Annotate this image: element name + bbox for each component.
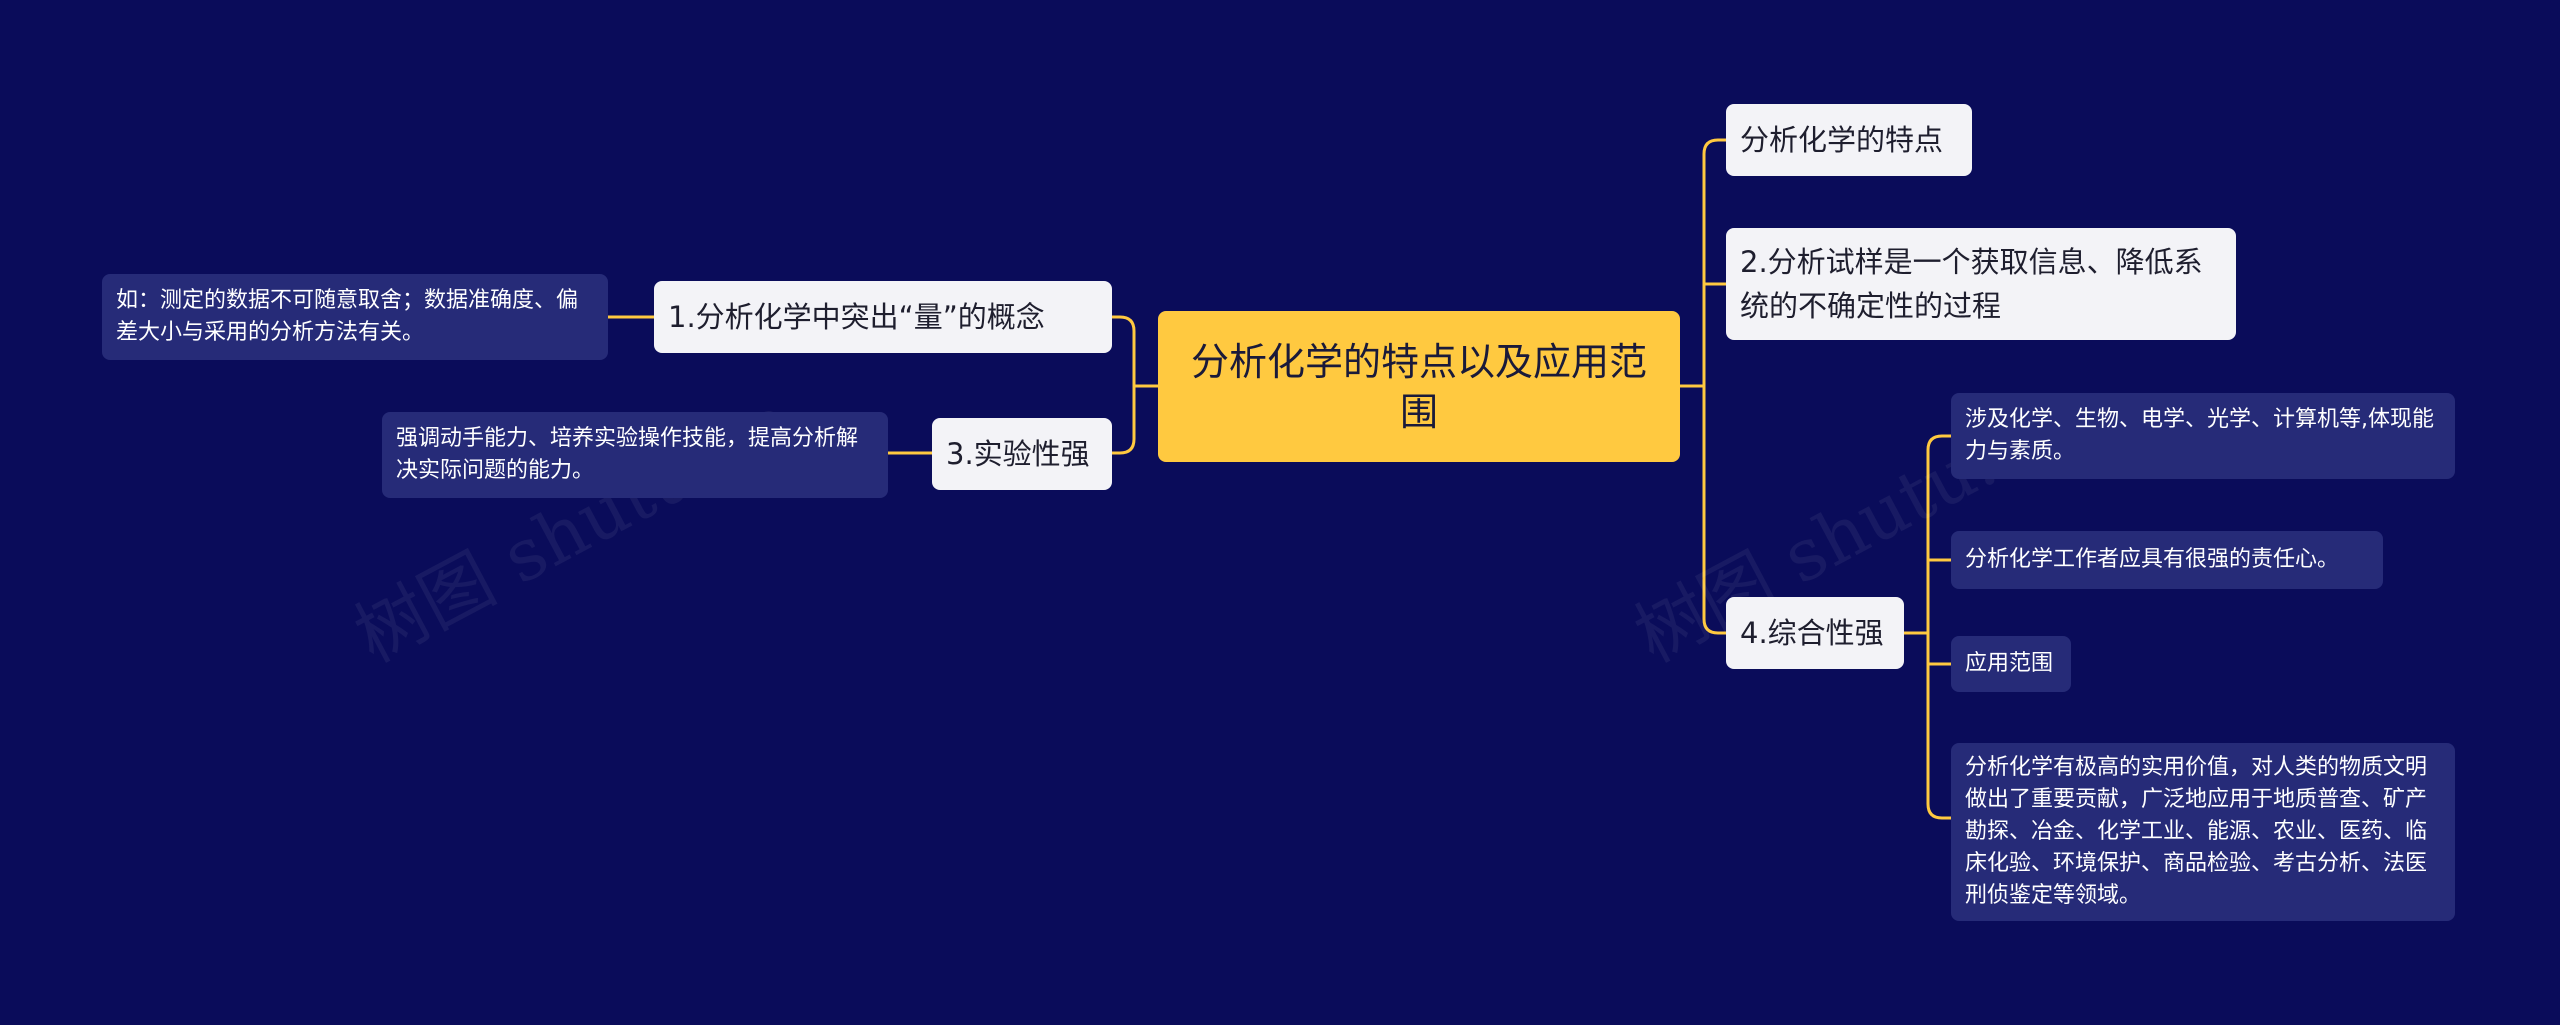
note-text: 强调动手能力、培养实验操作技能，提高分析解决实际问题的能力。	[396, 426, 859, 483]
leaf-node[interactable]: 分析化学工作者应具有很强的责任心。	[1951, 531, 2383, 589]
root-node[interactable]: 分析化学的特点以及应用范围	[1158, 311, 1680, 462]
leaf-text: 涉及化学、生物、电学、光学、计算机等,体现能力与素质。	[1965, 407, 2434, 464]
branch-node-2[interactable]: 2.分析试样是一个获取信息、降低系统的不确定性的过程	[1726, 228, 2236, 340]
leaf-text: 应用范围	[1965, 651, 2054, 676]
note-text: 如：测定的数据不可随意取舍；数据准确度、偏差大小与采用的分析方法有关。	[116, 288, 579, 345]
connector-right-trunk	[1702, 138, 1726, 635]
note-node-1[interactable]: 如：测定的数据不可随意取舍；数据准确度、偏差大小与采用的分析方法有关。	[102, 274, 608, 360]
branch-label: 分析化学的特点	[1740, 123, 1944, 157]
branch-label: 4.综合性强	[1740, 616, 1884, 650]
leaf-node[interactable]: 应用范围	[1951, 636, 2071, 692]
branch-label: 3.实验性强	[946, 437, 1090, 471]
root-title: 分析化学的特点以及应用范围	[1190, 339, 1647, 434]
branch-node-features[interactable]: 分析化学的特点	[1726, 104, 1972, 176]
branch-node-3[interactable]: 3.实验性强	[932, 418, 1112, 490]
note-node-3[interactable]: 强调动手能力、培养实验操作技能，提高分析解决实际问题的能力。	[382, 412, 888, 498]
connector-b4-leaves	[1904, 434, 1951, 820]
leaf-node[interactable]: 涉及化学、生物、电学、光学、计算机等,体现能力与素质。	[1951, 393, 2455, 479]
leaf-text: 分析化学有极高的实用价值，对人类的物质文明做出了重要贡献，广泛地应用于地质普查、…	[1965, 755, 2428, 908]
branch-node-4[interactable]: 4.综合性强	[1726, 597, 1904, 669]
branch-label: 2.分析试样是一个获取信息、降低系统的不确定性的过程	[1740, 245, 2203, 323]
branch-node-1[interactable]: 1.分析化学中突出“量”的概念	[654, 281, 1112, 353]
leaf-node[interactable]: 分析化学有极高的实用价值，对人类的物质文明做出了重要贡献，广泛地应用于地质普查、…	[1951, 743, 2455, 921]
leaf-text: 分析化学工作者应具有很强的责任心。	[1965, 547, 2340, 572]
branch-label: 1.分析化学中突出“量”的概念	[668, 300, 1045, 334]
connector-left-trunk	[1112, 315, 1136, 455]
